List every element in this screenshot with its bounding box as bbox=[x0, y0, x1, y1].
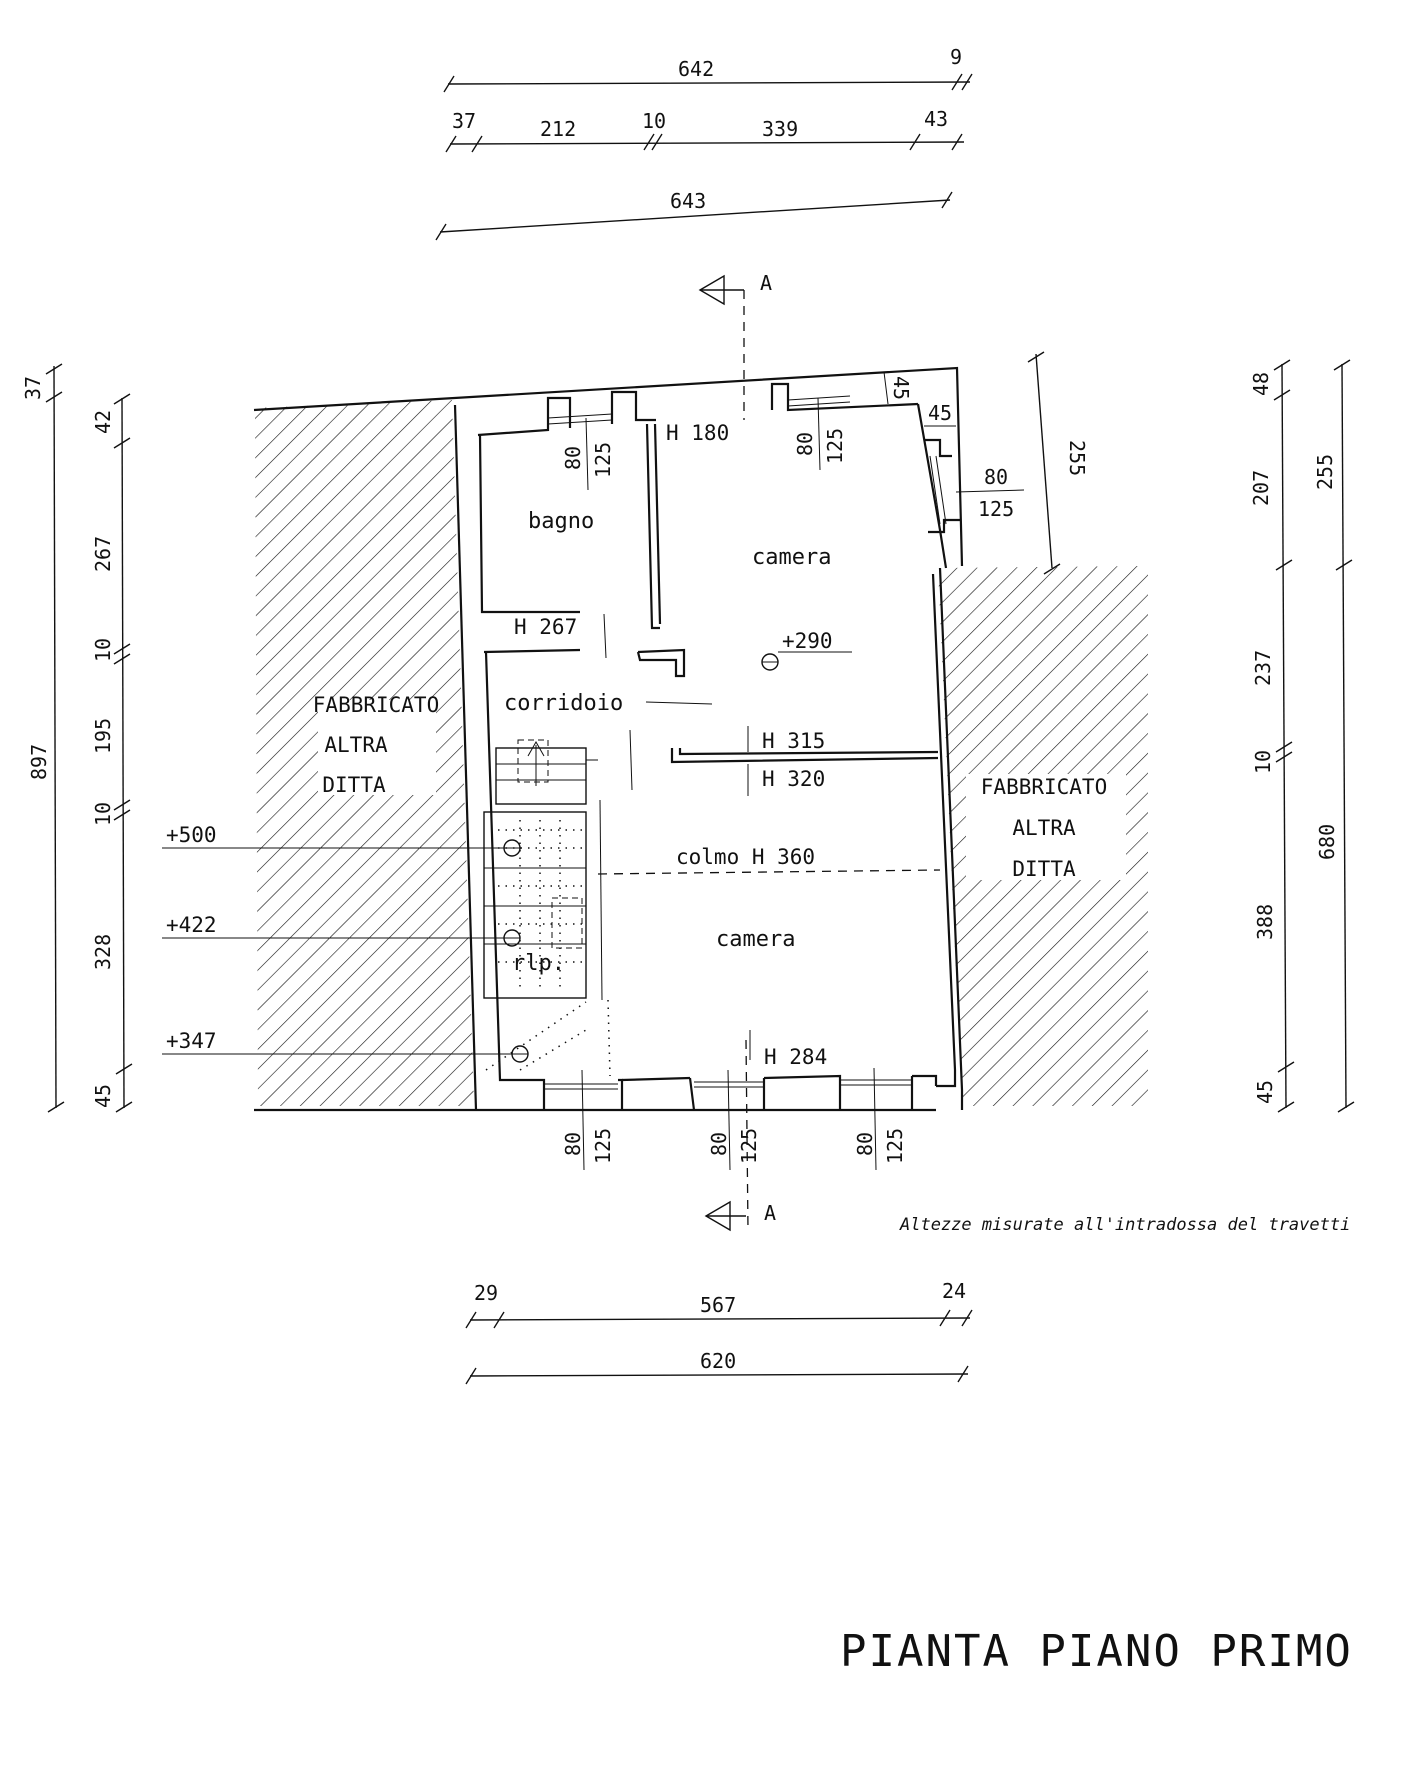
neighbor-building-left: FABBRICATO ALTRA DITTA bbox=[255, 400, 474, 1106]
window-dimensions: 80 125 80 125 80 125 45 45 80 125 80 125… bbox=[561, 371, 1025, 1171]
dim-left-seg-3: 10 bbox=[91, 638, 115, 662]
neighbor-right-line1: FABBRICATO bbox=[981, 775, 1107, 799]
dim-right-outer-2: 680 bbox=[1315, 824, 1339, 860]
window-side-height: 125 bbox=[978, 497, 1014, 521]
window-bottom-1-width: 80 bbox=[561, 1132, 585, 1156]
staircase bbox=[483, 739, 611, 1077]
neighbor-left-line1: FABBRICATO bbox=[313, 693, 439, 717]
window-top-left-height: 125 bbox=[591, 442, 615, 478]
dim-top-seg-5: 43 bbox=[924, 107, 948, 131]
top-dimensions: 642 9 37 212 10 339 43 643 bbox=[435, 45, 973, 241]
room-labels: bagno camera corridoio camera rlp. bbox=[504, 509, 831, 976]
heights-note: Altezze misurate all'intradossa del trav… bbox=[899, 1215, 1350, 1235]
level-422: +422 bbox=[166, 913, 217, 937]
dim-right-offset: 255 bbox=[1065, 440, 1089, 476]
dim-top-seg-3: 10 bbox=[642, 109, 666, 133]
dim-bottom-seg-2: 567 bbox=[700, 1293, 736, 1317]
height-h180: H 180 bbox=[666, 421, 729, 445]
dim-top-seg-2: 212 bbox=[540, 117, 576, 141]
window-top-left-width: 80 bbox=[561, 446, 585, 470]
dim-left-seg-4: 195 bbox=[91, 718, 115, 754]
room-camera-bottom: camera bbox=[716, 927, 795, 952]
dim-top-seg-4: 339 bbox=[762, 117, 798, 141]
dim-left-seg-6: 328 bbox=[91, 934, 115, 970]
window-bottom-2-height: 125 bbox=[737, 1128, 761, 1164]
dim-right-inner-2: 207 bbox=[1249, 470, 1273, 506]
jamb-45-side: 45 bbox=[928, 401, 952, 425]
bottom-dimensions: 29 567 24 620 bbox=[465, 1279, 973, 1385]
dim-left-seg-7: 45 bbox=[91, 1084, 115, 1108]
dim-left-seg-1: 42 bbox=[91, 410, 115, 434]
window-bottom-3-height: 125 bbox=[883, 1128, 907, 1164]
section-marker-top: A bbox=[760, 271, 772, 295]
section-marker-bottom: A bbox=[764, 1201, 776, 1225]
drawing-title: PIANTA PIANO PRIMO bbox=[840, 1626, 1353, 1677]
window-bottom-1-height: 125 bbox=[591, 1128, 615, 1164]
building-walls bbox=[253, 366, 964, 1112]
height-labels: H 180 H 267 H 315 H 320 colmo H 360 H 28… bbox=[514, 421, 827, 1069]
height-h284: H 284 bbox=[764, 1045, 827, 1069]
level-347: +347 bbox=[166, 1029, 217, 1053]
neighbor-right-line3: DITTA bbox=[1012, 857, 1076, 881]
room-bagno: bagno bbox=[528, 509, 594, 534]
dim-bottom-seg-3: 24 bbox=[942, 1279, 966, 1303]
right-dimensions: 255 48 207 237 10 388 45 255 680 bbox=[1027, 351, 1355, 1113]
section-line-a: A A bbox=[698, 271, 776, 1232]
dim-left-seg-2: 267 bbox=[91, 536, 115, 572]
dim-top-extra: 9 bbox=[950, 45, 962, 69]
height-h320: H 320 bbox=[762, 767, 825, 791]
window-bottom-2-width: 80 bbox=[707, 1132, 731, 1156]
dim-right-inner-4: 10 bbox=[1251, 750, 1275, 774]
window-bottom-3-width: 80 bbox=[853, 1132, 877, 1156]
dim-top-inclined: 643 bbox=[670, 189, 706, 213]
ridge-line bbox=[597, 869, 941, 875]
neighbor-building-right: FABBRICATO ALTRA DITTA bbox=[938, 566, 1148, 1106]
height-colmo: colmo H 360 bbox=[676, 845, 815, 869]
dim-right-inner-1: 48 bbox=[1249, 372, 1273, 396]
dim-left-top: 37 bbox=[21, 376, 45, 400]
dim-right-inner-3: 237 bbox=[1251, 650, 1275, 686]
dim-left-seg-5: 10 bbox=[91, 802, 115, 826]
left-dimensions: 37 897 42 267 10 195 10 328 45 bbox=[21, 363, 133, 1113]
dim-top-seg-1: 37 bbox=[452, 109, 476, 133]
dim-right-outer-1: 255 bbox=[1313, 454, 1337, 490]
window-side-width: 80 bbox=[984, 465, 1008, 489]
neighbor-left-line3: DITTA bbox=[322, 773, 386, 797]
neighbor-left-line2: ALTRA bbox=[324, 733, 388, 757]
dim-right-inner-6: 45 bbox=[1253, 1080, 1277, 1104]
level-290: +290 bbox=[782, 629, 833, 653]
window-top-right-width: 80 bbox=[793, 432, 817, 456]
dim-right-inner-5: 388 bbox=[1253, 904, 1277, 940]
room-corridoio: corridoio bbox=[504, 691, 623, 716]
dim-top-overall: 642 bbox=[678, 57, 714, 81]
room-camera-top: camera bbox=[752, 545, 831, 570]
neighbor-right-line2: ALTRA bbox=[1012, 816, 1076, 840]
height-h315: H 315 bbox=[762, 729, 825, 753]
height-h267: H 267 bbox=[514, 615, 577, 639]
jamb-45-top: 45 bbox=[889, 376, 913, 400]
dim-left-total: 897 bbox=[27, 744, 51, 780]
window-top-right-height: 125 bbox=[823, 428, 847, 464]
room-pianerottolo: rlp. bbox=[512, 951, 565, 976]
level-500: +500 bbox=[166, 823, 217, 847]
level-markers: +290 +500 +422 +347 bbox=[162, 629, 852, 1063]
dim-bottom-seg-1: 29 bbox=[474, 1281, 498, 1305]
dim-bottom-overall: 620 bbox=[700, 1349, 736, 1373]
